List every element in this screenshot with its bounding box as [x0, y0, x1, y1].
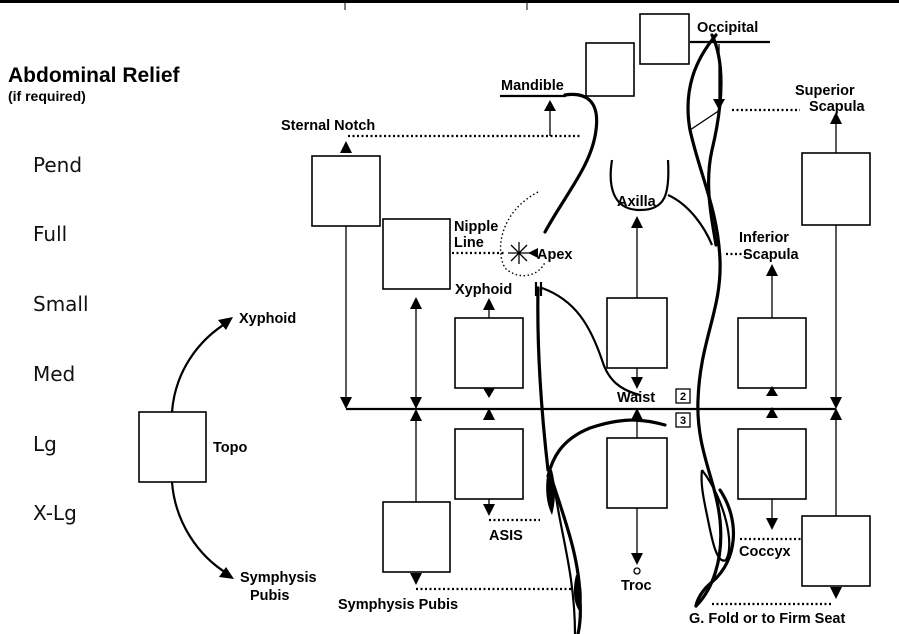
topo-symphysis-label: Symphysis: [240, 570, 317, 586]
superior-scapula-arrow-up: [830, 112, 842, 124]
nipple-label-line1: Nipple: [454, 219, 498, 235]
symphysis-pubis-input-box[interactable]: [382, 501, 451, 573]
xyphoid-arrow-down: [483, 388, 495, 398]
size-option-med: Med: [33, 362, 75, 386]
apex-arrow-head: [528, 248, 538, 258]
waist-marker-2-text: 2: [680, 391, 686, 403]
coccyx-arrow-down: [766, 518, 778, 530]
symphysis-arrow-down: [410, 573, 422, 585]
axilla-waist-input-box[interactable]: [606, 297, 668, 369]
neck-diagonal-line: [689, 109, 721, 131]
sternal-col-arrow-down: [340, 397, 352, 409]
inferior-scapula-arrow-up: [766, 264, 778, 276]
apex-marker-icon: [508, 242, 530, 264]
back-lower-arrow-up: [766, 407, 778, 418]
nipple-label-line2: Line: [454, 235, 484, 251]
asis-arrow-up: [483, 408, 495, 420]
inferior-scapula-input-box[interactable]: [737, 317, 807, 389]
superior-scapula-label-line1: Superior: [795, 83, 855, 99]
asis-label: ASIS: [489, 528, 523, 544]
occipital-arrow-head: [713, 99, 725, 110]
sternal-notch-input-box[interactable]: [311, 155, 381, 227]
axilla-label: Axilla: [617, 194, 657, 210]
breast-dotted-contour: [499, 191, 546, 277]
waist-marker-3: [675, 412, 691, 428]
nipple-line-input-box[interactable]: [382, 218, 451, 290]
symphysis-arrow-up: [410, 409, 422, 421]
waist-marker-3-text: 3: [680, 415, 686, 427]
mandible-input-box[interactable]: [585, 42, 635, 97]
inferior-scapula-arrow-down: [766, 386, 778, 396]
legend-title: Abdominal Relief: [8, 64, 181, 87]
topo-upper-arc: [170, 321, 229, 413]
mandible-arrow-head: [544, 100, 556, 111]
troc-label: Troc: [621, 578, 652, 594]
gluteal-arrow-up: [830, 408, 842, 420]
size-option-xlg: X-Lg: [33, 501, 77, 525]
axilla-arrow-up: [631, 216, 643, 228]
coccyx-label: Coccyx: [739, 544, 791, 560]
gluteal-fold-input-box[interactable]: [801, 515, 871, 587]
troc-point-icon: [633, 567, 641, 575]
sternal-notch-label: Sternal Notch: [281, 118, 375, 134]
superior-scapula-label-line2: Scapula: [809, 99, 866, 115]
symphysis-pubis-label: Symphysis Pubis: [338, 597, 458, 613]
troc-arrow-down: [631, 553, 643, 565]
topo-label: Topo: [213, 440, 247, 456]
coccyx-input-box[interactable]: [737, 428, 807, 500]
gluteal-arrow-down: [830, 587, 842, 599]
body-outline: [536, 33, 736, 634]
asis-input-box[interactable]: [454, 428, 524, 500]
topo-arrow-down: [219, 567, 234, 579]
nipple-col-arrow-down: [410, 397, 422, 409]
occipital-label: Occipital: [697, 20, 758, 36]
inferior-scapula-label-line2: Scapula: [743, 247, 800, 263]
size-option-small: Small: [33, 292, 89, 316]
inferior-scapula-label-line1: Inferior: [739, 230, 789, 246]
size-option-full: Full: [33, 222, 67, 246]
xyphoid-label: Xyphoid: [455, 282, 512, 298]
xyphoid-input-box[interactable]: [454, 317, 524, 389]
superior-scapula-input-box[interactable]: [801, 152, 871, 226]
topo-xyphoid-label: Xyphoid: [239, 311, 296, 327]
troc-input-box[interactable]: [606, 437, 668, 509]
troc-arrow-up: [631, 408, 643, 420]
waist-marker-2: [675, 388, 691, 404]
topo-lower-arc: [170, 481, 229, 575]
nipple-col-arrow-up: [410, 297, 422, 309]
xyphoid-arrow-up: [483, 298, 495, 310]
topo-pubis-label: Pubis: [250, 588, 289, 604]
occipital-input-box[interactable]: [639, 13, 690, 65]
waist-label: Waist: [617, 390, 655, 406]
gluteal-fold-label: G. Fold or to Firm Seat: [689, 611, 845, 627]
size-option-pend: Pend: [33, 153, 82, 177]
topo-input-box[interactable]: [138, 411, 207, 483]
waist-arrow-down: [631, 377, 643, 389]
mandible-label: Mandible: [501, 78, 564, 94]
asis-arrow-down: [483, 504, 495, 516]
size-option-lg: Lg: [33, 432, 57, 456]
apex-label: Apex: [537, 247, 572, 263]
topo-arrow-up: [218, 317, 233, 330]
superior-scapula-arrow-down: [830, 397, 842, 409]
sternal-col-arrow-up: [340, 141, 352, 153]
legend-subtitle: (if required): [8, 88, 86, 104]
